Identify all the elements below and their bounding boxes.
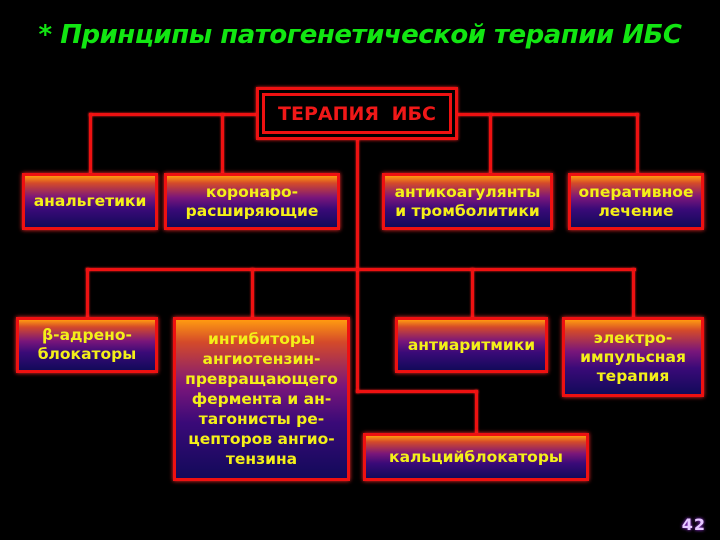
slide-title: * Принципы патогенетической терапии ИБС — [38, 20, 682, 50]
connector-to-electro — [632, 268, 635, 319]
root-node: ТЕРАПИЯ ИБС — [256, 87, 458, 140]
root-node-label: ТЕРАПИЯ ИБС — [262, 93, 452, 134]
connector-to-anticoagulants — [489, 113, 492, 175]
node-antiarrhythmics: антиаритмики — [395, 317, 548, 373]
node-anticoagulants: антикоагулянты и тромболитики — [382, 173, 553, 230]
node-ace-inhibitors: ингибиторы ангиотензин- превращающего фе… — [173, 317, 350, 481]
connector-trunk — [356, 138, 359, 393]
page-number: 42 — [681, 515, 706, 534]
connector-to-analgesics — [89, 113, 92, 175]
connector-calcium-h — [356, 390, 478, 393]
node-coronary-dilators: коронаро- расширяющие — [164, 173, 340, 230]
connector-to-antiarrhythmics — [471, 268, 474, 319]
node-beta-blockers: β-адрено- блокаторы — [16, 317, 158, 373]
node-surgery: оперативное лечение — [568, 173, 704, 230]
connector-to-surgery — [636, 113, 639, 175]
connector-to-ace — [251, 268, 254, 319]
connector-to-beta — [86, 268, 89, 319]
connector-calcium-v — [475, 390, 478, 435]
connector-to-coronary — [221, 113, 224, 175]
node-analgesics: анальгетики — [22, 173, 158, 230]
node-electro-pulse: электро- импульсная терапия — [562, 317, 704, 397]
node-calcium-blockers: кальцийблокаторы — [363, 433, 589, 481]
connector-second-bus — [86, 268, 636, 271]
